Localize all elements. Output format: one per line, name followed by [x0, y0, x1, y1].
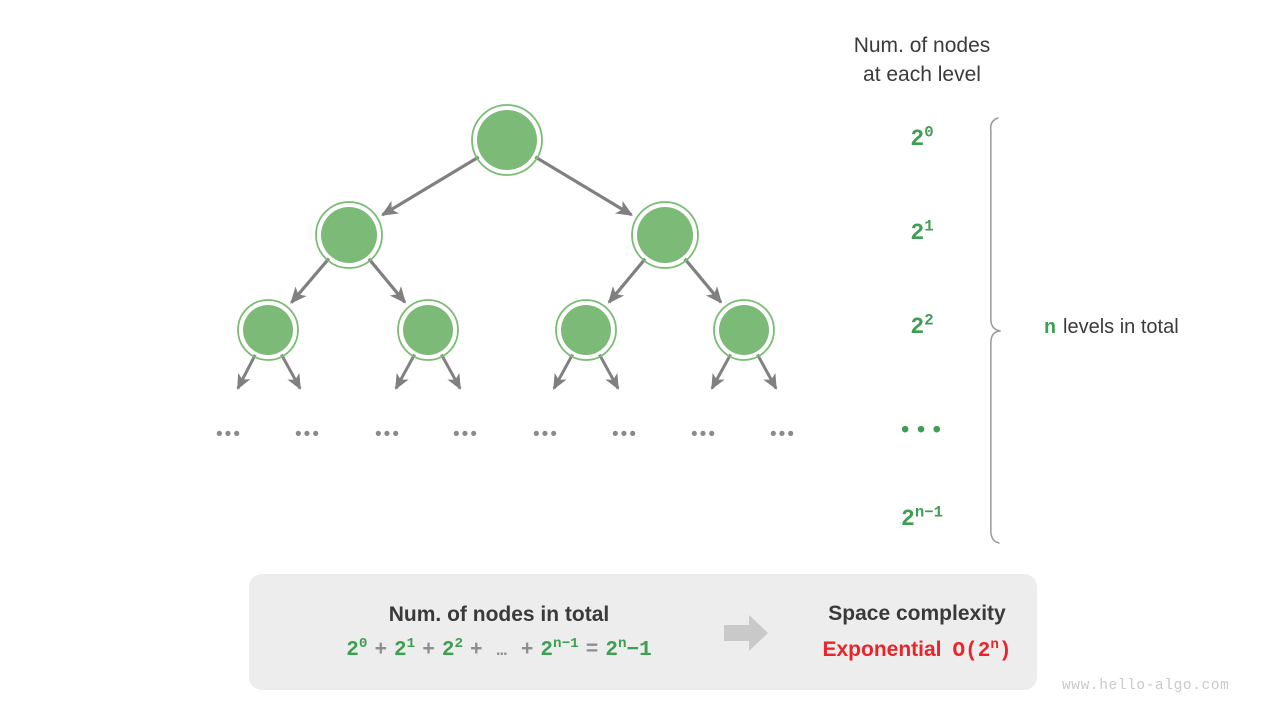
tree-edges-group: [290, 155, 723, 304]
tree-stub-arrow: [236, 354, 257, 390]
formula-term-exponent: n: [617, 635, 627, 652]
tree-stub-arrow: [756, 353, 778, 390]
tree-edge: [534, 155, 634, 217]
tree-stub-arrow: [440, 353, 462, 390]
tree-ellipsis: •••: [375, 424, 401, 445]
total-nodes-formula: 20+21+22+…+2n−1=2n−1: [346, 635, 652, 662]
tree-node: [637, 207, 693, 263]
tree-node: [477, 110, 537, 170]
nodes-per-level-heading: Num. of nodes at each level: [812, 32, 1032, 90]
tree-node: [561, 305, 611, 355]
levels-curly-brace: [989, 117, 1001, 544]
big-o-suffix: ): [998, 639, 1012, 663]
tree-node: [243, 305, 293, 355]
level-label-base: 2: [910, 126, 925, 152]
total-nodes-section: Num. of nodes in total 20+21+22+…+2n−1=2…: [249, 574, 749, 690]
level-label-0: 20: [842, 123, 1002, 152]
level-label-base: 2: [901, 506, 915, 532]
complexity-class-label: Exponential: [822, 637, 942, 661]
tree-edge: [367, 257, 407, 304]
big-o-notation: O(2n): [952, 636, 1012, 663]
tree-ellipsis: •••: [612, 424, 638, 445]
implies-arrow-icon: [724, 615, 768, 651]
levels-in-total-caption: n levels in total: [1044, 316, 1179, 340]
formula-term: 20: [346, 635, 368, 662]
tree-ellipsis: •••: [691, 424, 717, 445]
tree-stub-arrows-group: [236, 353, 778, 390]
formula-term-suffix: −1: [626, 638, 652, 662]
tree-node-ring: [237, 299, 299, 361]
formula-term-base: 2: [394, 638, 407, 662]
level-label-1: 21: [842, 217, 1002, 246]
tree-ellipsis: •••: [295, 424, 321, 445]
formula-term-base: 2: [441, 638, 455, 662]
formula-operator: +: [422, 638, 435, 662]
tree-ellipsis: •••: [453, 424, 479, 445]
level-label-exponent: n−1: [914, 503, 943, 522]
tree-ellipsis: •••: [533, 424, 559, 445]
formula-term: 2n−1: [540, 635, 579, 662]
level-label-exponent: 2: [924, 311, 934, 330]
nodes-per-level-heading-line1: Num. of nodes: [853, 34, 991, 57]
tree-node-ring: [471, 104, 543, 176]
levels-in-total-text: levels in total: [1063, 316, 1179, 338]
tree-stub-arrow: [552, 353, 574, 390]
tree-stub-arrow: [598, 353, 620, 390]
formula-term-base: 2: [540, 638, 554, 662]
formula-operator: +: [470, 638, 483, 662]
levels-variable-n: n: [1044, 317, 1057, 340]
tree-stub-arrow: [280, 353, 302, 390]
tree-node: [321, 207, 377, 263]
level-label-4: 2n−1: [842, 503, 1002, 532]
tree-node-ring: [631, 201, 699, 269]
tree-edge: [607, 257, 647, 304]
level-label-ellipsis: •••: [842, 418, 1002, 444]
level-label-2: 22: [842, 311, 1002, 340]
formula-term-base: 2: [346, 638, 359, 662]
tree-edge: [290, 257, 331, 304]
big-o-prefix: O(2: [952, 639, 991, 663]
formula-operator: +: [520, 638, 534, 662]
formula-term-exponent: 1: [406, 635, 416, 652]
formula-operator: =: [585, 638, 599, 662]
tree-node-ring: [713, 299, 775, 361]
formula-term-exponent: 0: [358, 635, 368, 652]
tree-ellipsis-row: ••• ••• ••• ••• ••• ••• ••• •••: [216, 424, 796, 445]
big-o-exponent: n: [990, 636, 999, 653]
tree-node-ring: [555, 299, 617, 361]
formula-term-exponent: 2: [454, 635, 463, 652]
tree-edge: [683, 257, 723, 304]
tree-nodes-group: [237, 104, 775, 361]
level-label-base: •••: [898, 418, 946, 444]
tree-stub-arrow: [710, 353, 732, 390]
tree-node-ring: [315, 201, 383, 269]
level-label-exponent: 1: [924, 217, 934, 236]
formula-operator: …: [496, 641, 507, 661]
level-label-base: 2: [910, 220, 925, 246]
formula-term-exponent: n−1: [553, 635, 579, 652]
formula-operator: +: [374, 638, 388, 662]
tree-ellipsis: •••: [770, 424, 796, 445]
nodes-per-level-heading-line2: at each level: [863, 62, 981, 86]
level-label-exponent: 0: [924, 123, 934, 142]
site-watermark: www.hello-algo.com: [1062, 678, 1230, 694]
level-label-base: 2: [910, 314, 925, 340]
formula-term: 21: [394, 635, 416, 662]
tree-ellipsis: •••: [216, 424, 242, 445]
space-complexity-section: Space complexity Exponential O(2n): [797, 574, 1037, 690]
summary-panel: Num. of nodes in total 20+21+22+…+2n−1=2…: [249, 574, 1037, 690]
space-complexity-title: Space complexity: [828, 601, 1006, 625]
space-complexity-result: Exponential O(2n): [822, 636, 1012, 663]
level-brace: [989, 117, 1001, 544]
formula-term-base: 2: [605, 638, 618, 662]
tree-edge: [380, 155, 480, 217]
tree-stub-arrow: [394, 353, 416, 390]
total-nodes-title: Num. of nodes in total: [388, 602, 610, 626]
formula-term: 22: [441, 635, 463, 662]
tree-node: [403, 305, 453, 355]
tree-node: [719, 305, 769, 355]
formula-term: 2n−1: [605, 635, 652, 662]
tree-node-ring: [397, 299, 459, 361]
